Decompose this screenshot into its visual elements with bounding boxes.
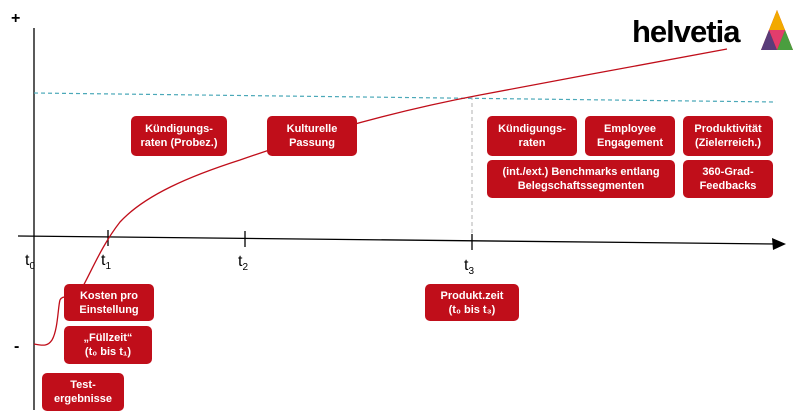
helvetia-logo: helvetia	[632, 8, 793, 52]
logo-text: helvetia	[632, 14, 740, 49]
x-axis-arrow	[772, 238, 786, 250]
logo-triangle-icon	[761, 10, 793, 50]
box-testergebnisse: Test-ergebnisse	[42, 373, 124, 411]
box-fuellzeit: „Füllzeit“(t₀ bis t₁)	[64, 326, 152, 364]
t0-label: t0	[25, 252, 36, 273]
box-kuendigungsraten: Kündigungs-raten	[487, 116, 577, 156]
box-360-grad-feedbacks: 360-Grad-Feedbacks	[683, 160, 773, 198]
x-axis-line	[17, 235, 777, 245]
t1-label: t1	[101, 252, 112, 273]
t3-label: t3	[464, 257, 475, 278]
box-produktzeit: Produkt.zeit(t₀ bis t₃)	[425, 284, 519, 321]
value-curve	[33, 48, 728, 346]
dashed-target-line	[33, 92, 777, 103]
minus-label: -	[14, 338, 20, 355]
box-kuendigungsraten-probezeit: Kündigungs-raten (Probez.)	[131, 116, 227, 156]
t2-label: t2	[238, 253, 249, 274]
plus-label: +	[11, 10, 21, 27]
box-produktivitaet: Produktivität(Zielerreich.)	[683, 116, 773, 156]
